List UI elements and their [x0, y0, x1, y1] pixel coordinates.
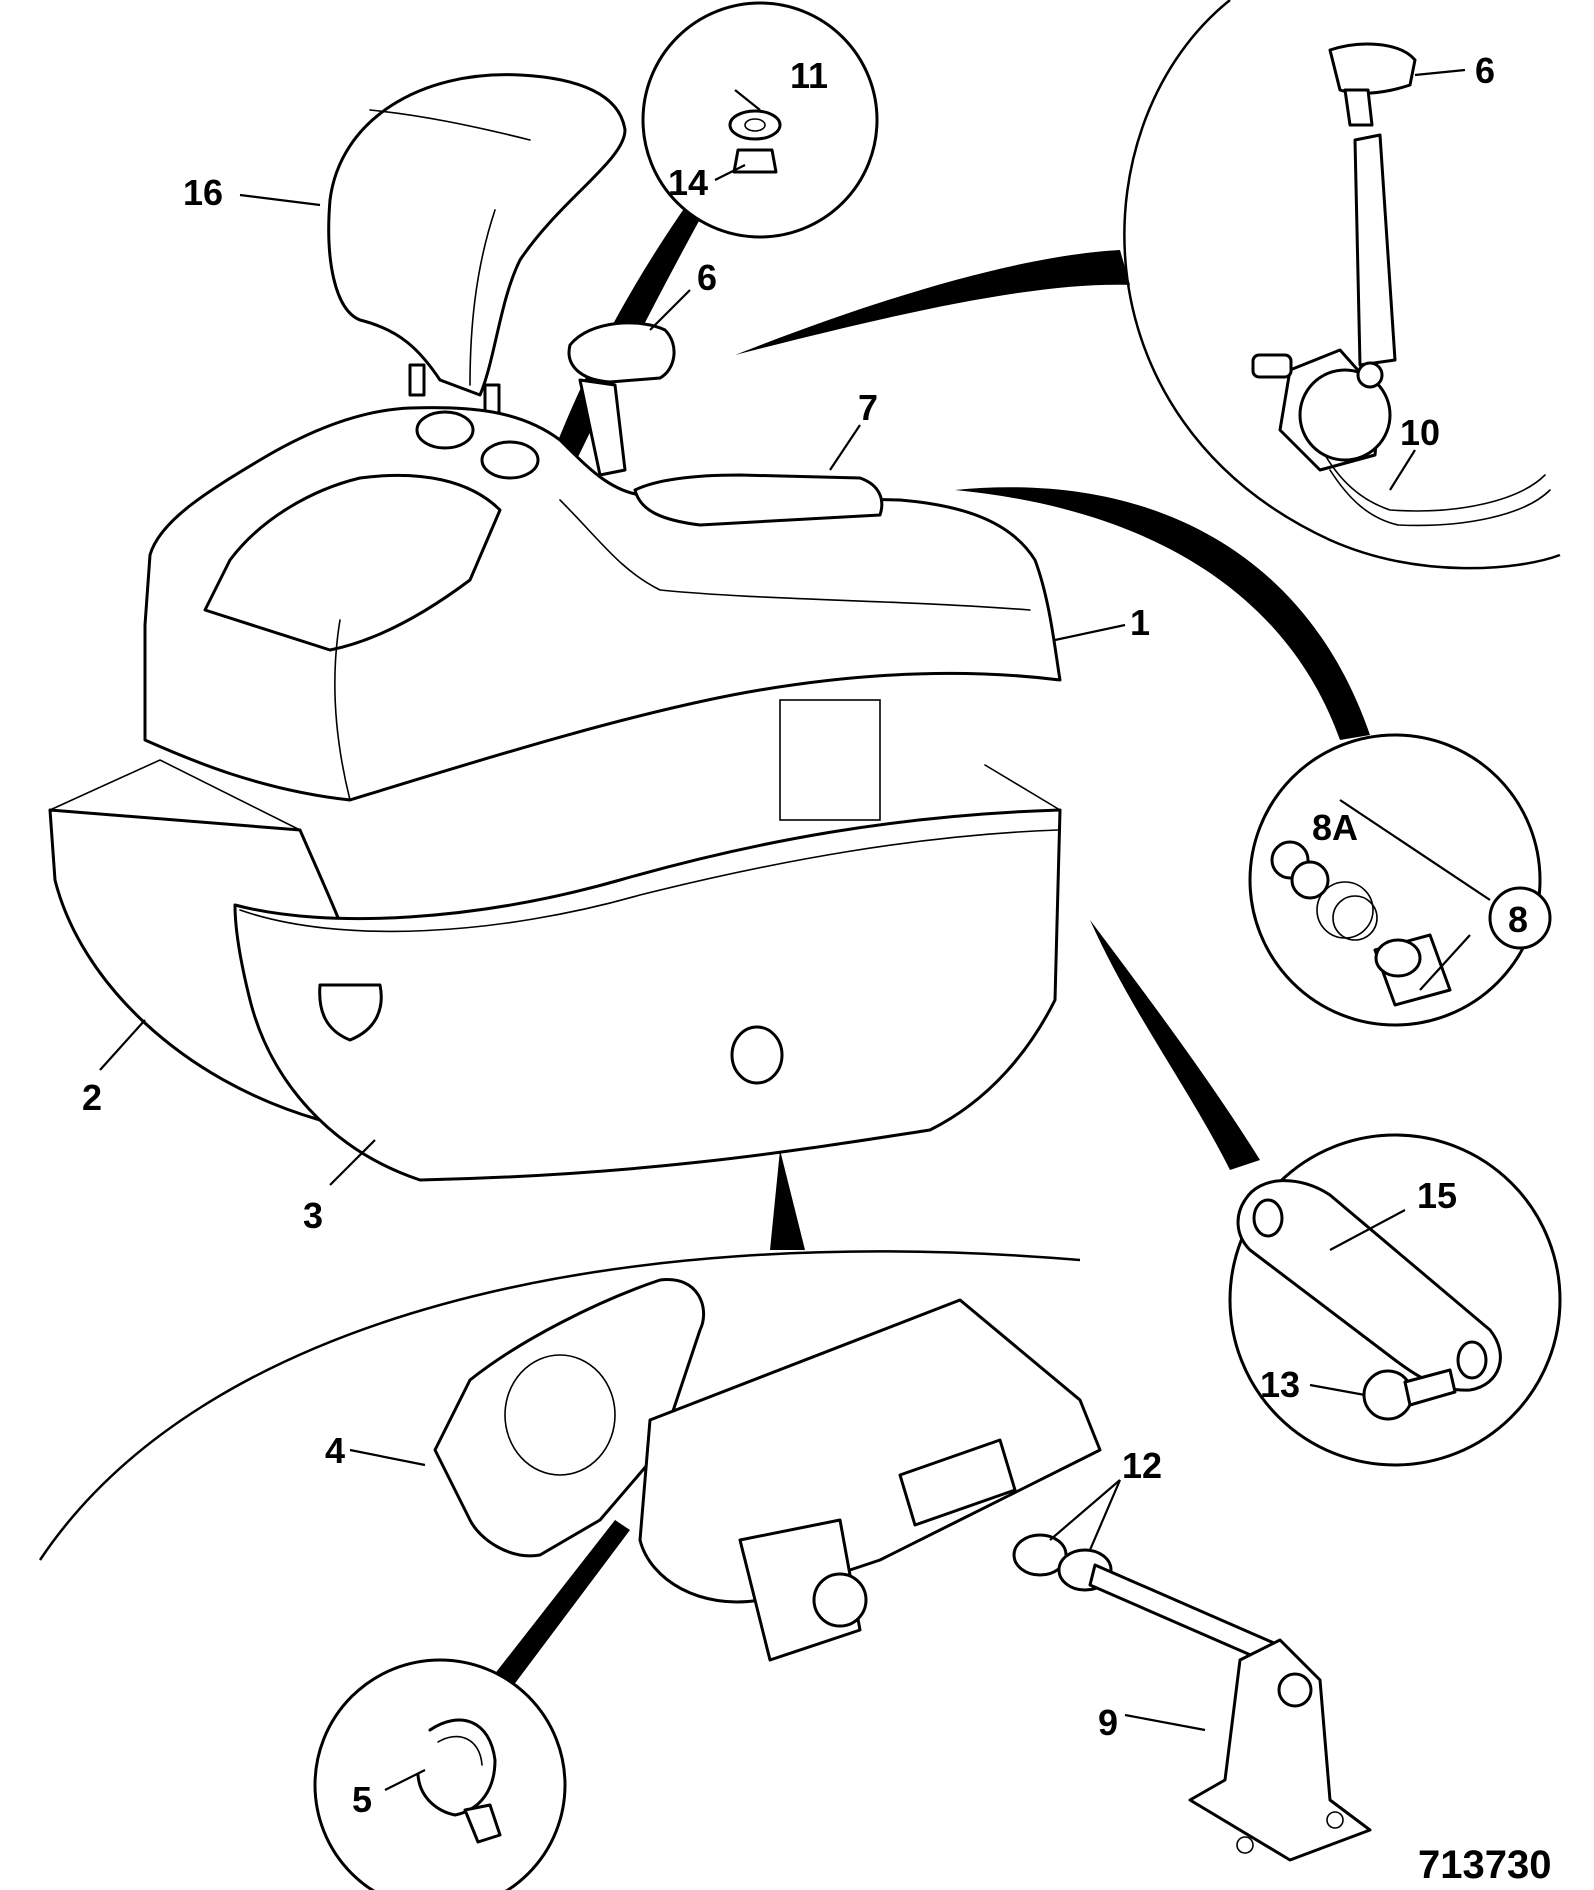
lever-detail-arc	[1123, 0, 1561, 570]
callout-8-circle	[1488, 886, 1552, 950]
lower-console-covers	[48, 699, 1062, 1182]
bracket-detail-arc	[38, 1250, 1081, 1561]
callout-13: 13	[1260, 1364, 1300, 1405]
key-switch-inset	[1248, 733, 1542, 1027]
callout-8: 8	[1508, 899, 1528, 940]
detail-wedge-bracket	[770, 1150, 805, 1250]
callout-7: 7	[858, 387, 878, 428]
callout-3: 3	[303, 1195, 323, 1236]
callout-10: 10	[1400, 412, 1440, 453]
callout-8A: 8A	[1312, 807, 1358, 848]
key-switch-detail	[1270, 840, 1452, 1007]
callout-12: 12	[1122, 1445, 1162, 1486]
detail-wedge-lever	[735, 250, 1130, 355]
callout-9: 9	[1098, 1702, 1118, 1743]
callout-16: 16	[183, 172, 223, 213]
callout-2: 2	[82, 1077, 102, 1118]
lever-assembly-detail	[1251, 42, 1551, 527]
callout-14: 14	[668, 162, 708, 203]
drawing-number: 713730	[1418, 1843, 1551, 1887]
support-frame	[433, 1278, 1372, 1862]
detail-wedge-plate	[1090, 920, 1260, 1170]
callout-15: 15	[1417, 1175, 1457, 1216]
hose-clip-detail	[416, 1718, 502, 1844]
callout-5: 5	[352, 1779, 372, 1820]
leader-lines	[99, 68, 1491, 1791]
callout-6-lever: 6	[1475, 50, 1495, 91]
detail-wedge-clip	[490, 1520, 630, 1690]
armrest-pad	[327, 73, 627, 417]
detail-wedge-key	[955, 487, 1370, 740]
cover-plate-detail	[1236, 1179, 1502, 1421]
callout-1: 1	[1130, 602, 1150, 643]
callout-labels: 16 11 14 6 6 7 10 1 8A 8 2 3 15 13 4 12 …	[82, 50, 1552, 1887]
upper-console-cover	[143, 321, 1062, 802]
callout-4: 4	[325, 1430, 345, 1471]
nut-washer-detail	[728, 109, 782, 174]
callout-11: 11	[790, 55, 828, 96]
callout-6-knob: 6	[697, 257, 717, 298]
